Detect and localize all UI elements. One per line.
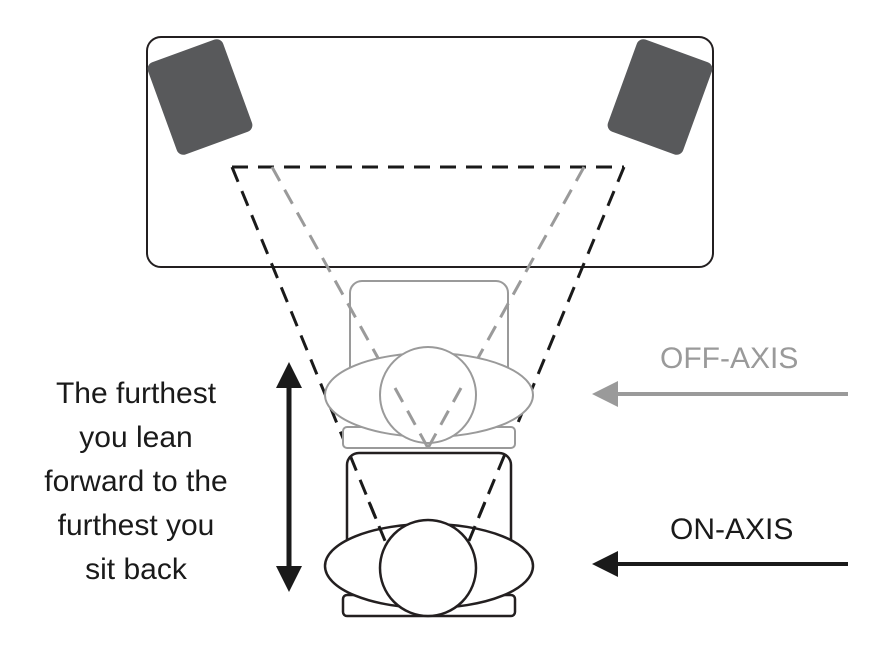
caption-line-2: you lean <box>79 421 193 454</box>
off-axis-listener <box>324 280 534 449</box>
off-axis-label: OFF-AXIS <box>660 342 799 375</box>
on-axis-beam <box>230 165 626 549</box>
on-axis-listener <box>323 451 535 618</box>
left-speaker <box>147 39 253 155</box>
caption-line-5: sit back <box>85 553 187 586</box>
on-axis-arrow <box>592 551 848 577</box>
on-axis-head <box>378 518 478 618</box>
room-outline <box>146 36 714 268</box>
lean-range-arrow <box>276 362 302 592</box>
on-axis-label: ON-AXIS <box>670 513 794 546</box>
off-axis-head <box>379 346 477 444</box>
lean-range-caption: The furthest you lean forward to the fur… <box>20 372 252 592</box>
right-speaker <box>607 39 713 155</box>
caption-line-3: forward to the <box>44 465 228 498</box>
off-axis-arrow <box>592 381 848 407</box>
caption-line-4: furthest you <box>57 509 215 542</box>
caption-line-1: The furthest <box>55 377 217 410</box>
